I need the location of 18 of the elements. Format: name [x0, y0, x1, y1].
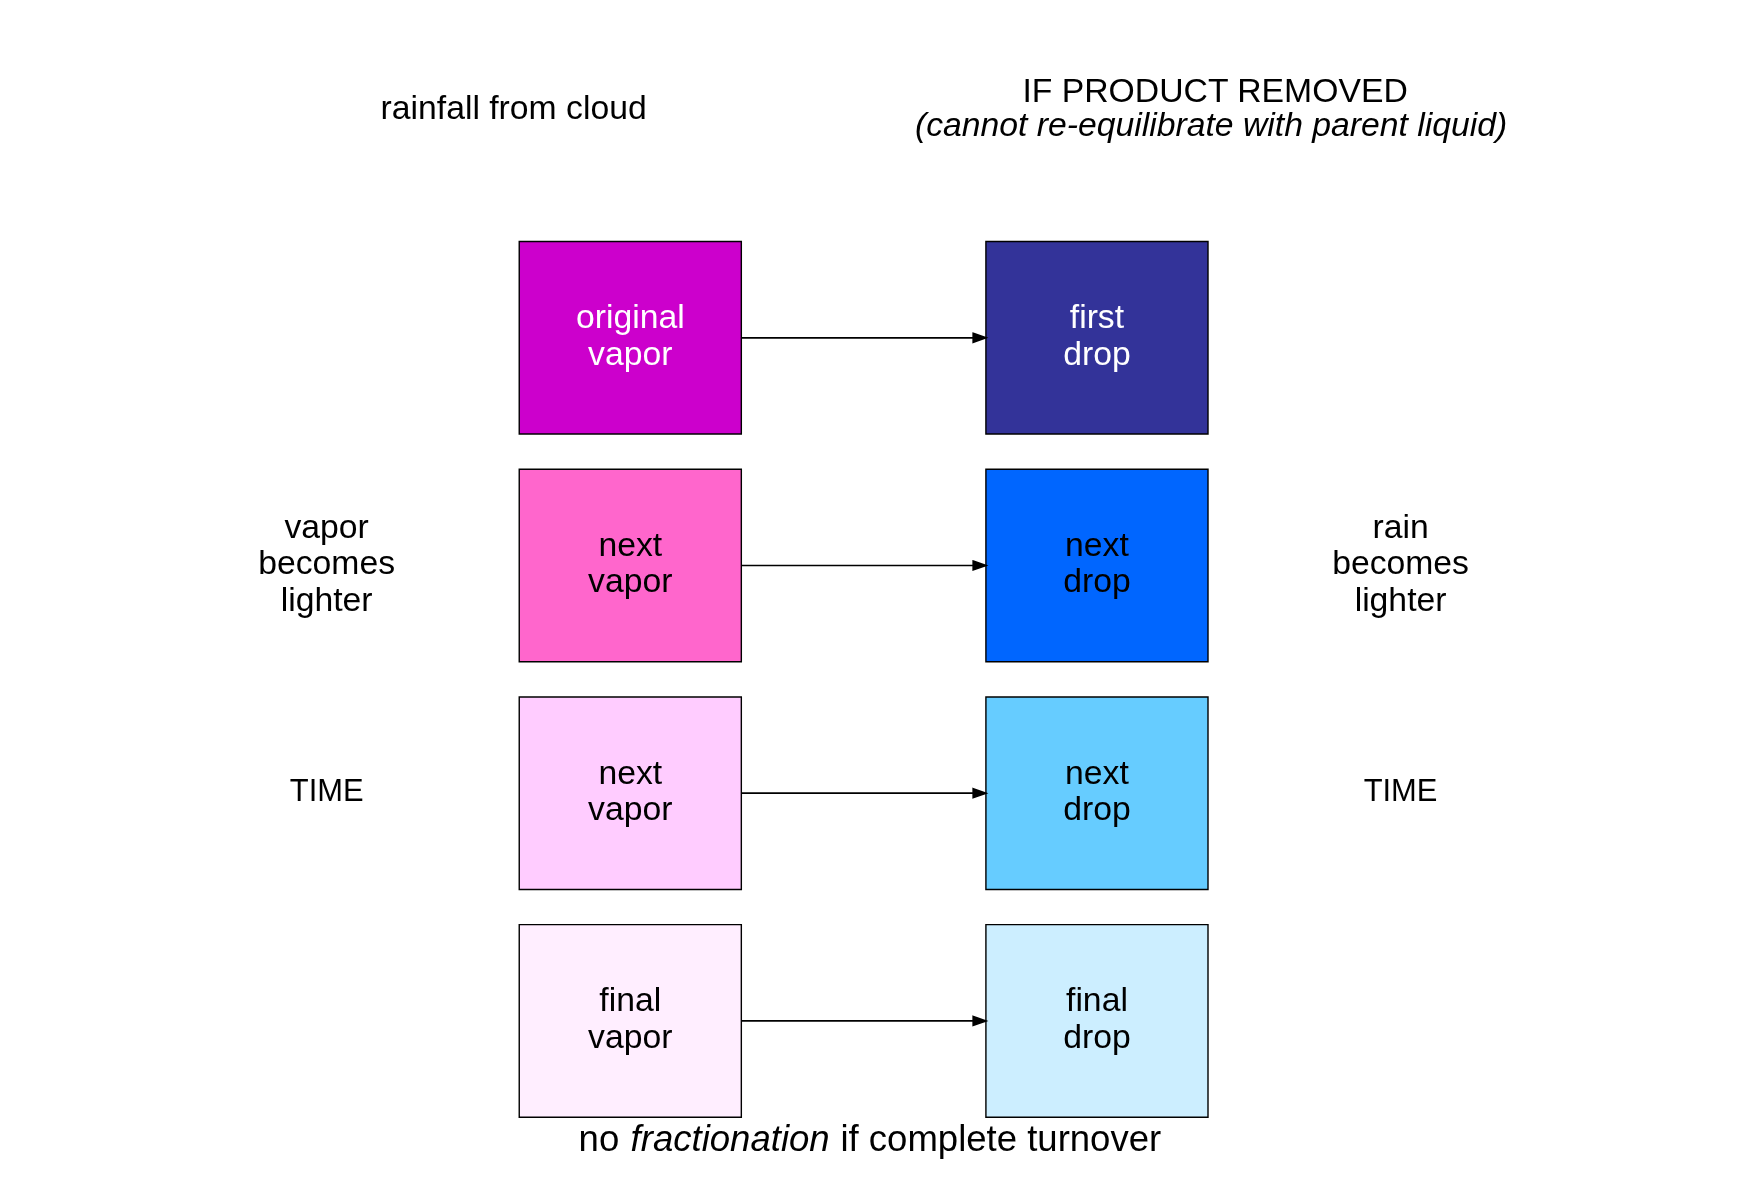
label: TIME [1363, 773, 1438, 809]
label: vapor becomes lighter [258, 506, 396, 618]
node-box: final vapor [518, 923, 743, 1118]
node-box: final drop [985, 923, 1209, 1118]
arrow [740, 332, 989, 344]
node-box: next drop [985, 468, 1209, 663]
node-box: next vapor [518, 696, 743, 891]
node-box: original vapor [518, 240, 743, 435]
node-box: next drop [985, 696, 1209, 891]
node-box: next vapor [518, 468, 743, 663]
label: TIME [289, 773, 364, 809]
node-box: first drop [985, 240, 1209, 435]
caption: no fractionation if complete turnover [578, 1117, 1162, 1159]
label: rain becomes lighter [1332, 506, 1469, 618]
arrow [740, 787, 989, 799]
label: rainfall from cloud [380, 87, 647, 126]
arrow [740, 1015, 989, 1027]
arrow [740, 559, 989, 572]
